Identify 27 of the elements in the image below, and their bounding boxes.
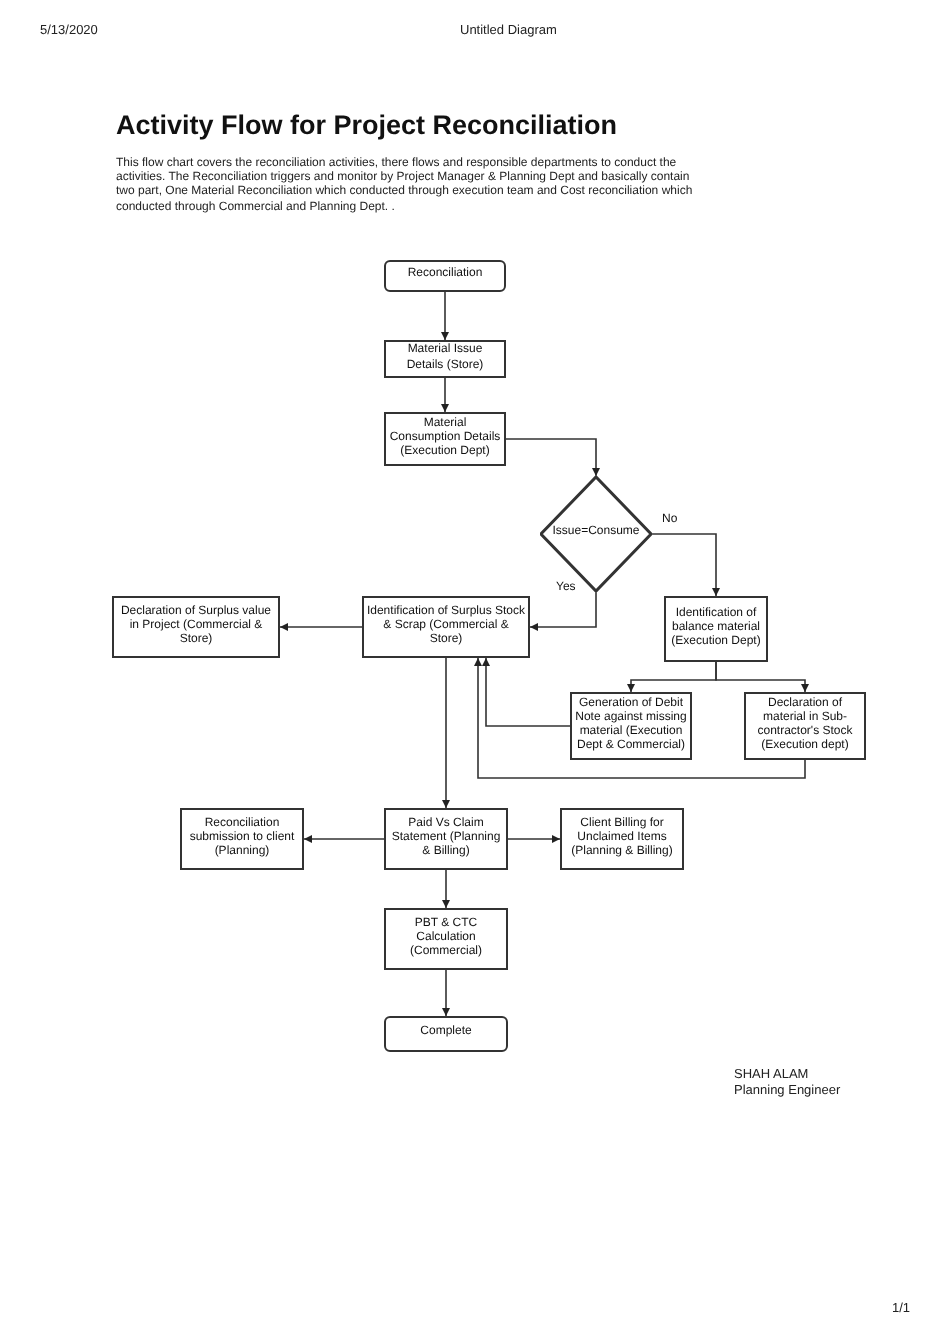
process-box xyxy=(384,340,506,378)
arrow xyxy=(441,291,449,341)
arrow xyxy=(482,657,571,727)
arrow xyxy=(303,835,385,843)
arrow xyxy=(474,657,806,779)
process-box xyxy=(560,808,684,870)
arrow xyxy=(279,623,363,631)
process-box xyxy=(180,808,304,870)
arrow xyxy=(505,438,600,477)
decision-diamond xyxy=(540,476,652,592)
process-box xyxy=(112,596,280,658)
arrow xyxy=(715,661,809,693)
arrow xyxy=(442,969,450,1017)
terminal-box xyxy=(384,1016,508,1052)
process-box xyxy=(362,596,530,658)
arrow xyxy=(529,591,597,631)
process-box xyxy=(664,596,768,662)
arrow xyxy=(507,835,561,843)
process-box xyxy=(384,808,508,870)
terminal-box xyxy=(384,260,506,292)
process-box xyxy=(384,908,508,970)
diagram-title: Activity Flow for Project Reconciliation xyxy=(116,110,618,140)
arrow xyxy=(442,869,450,909)
arrow xyxy=(651,533,720,597)
arrow xyxy=(441,377,449,413)
process-box xyxy=(744,692,866,760)
arrow xyxy=(442,657,450,809)
